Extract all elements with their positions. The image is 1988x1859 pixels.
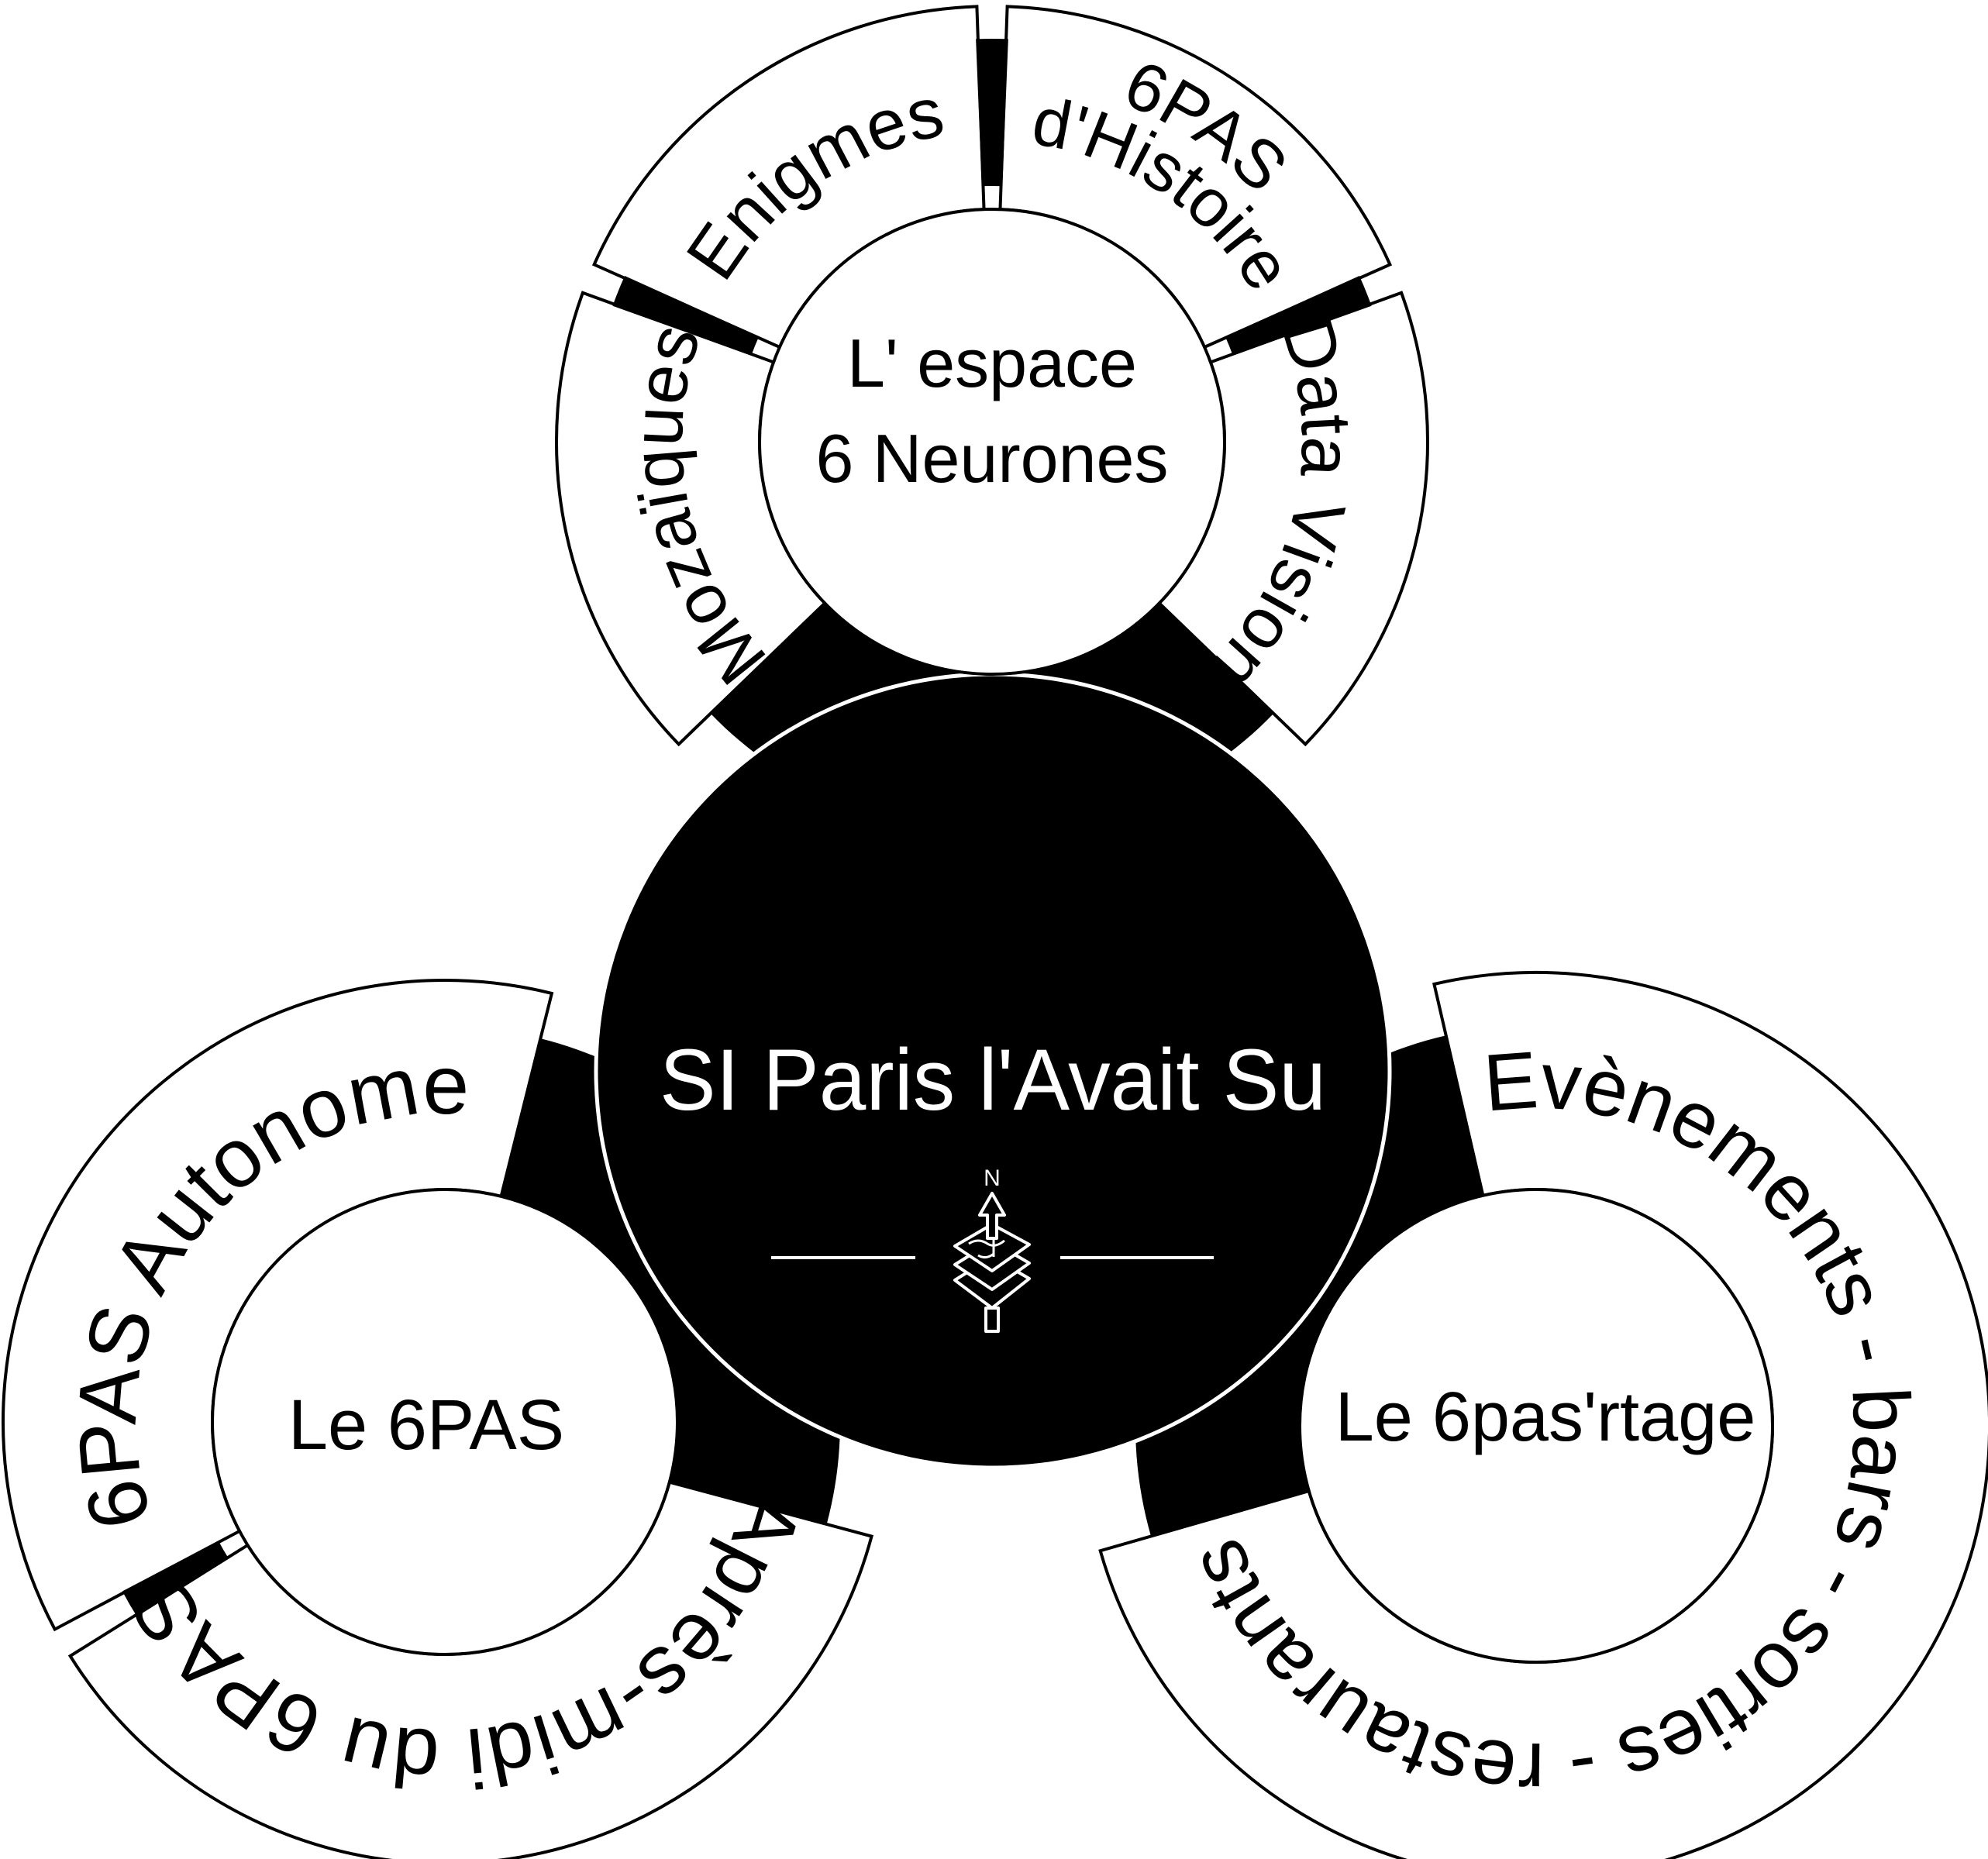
left-separator [122,1541,229,1617]
hub-circles [211,208,1774,1664]
top-separator [976,39,1008,187]
north-letter: N [984,1165,1001,1191]
top-hub-circle [758,208,1226,676]
separators [122,39,1372,1617]
ring-segments [2,5,1988,1859]
hub-top-line2: 6 Neurones [816,420,1169,497]
hub-right: Le 6pas'rtage [1335,1379,1756,1456]
top-separator [1225,276,1372,356]
hub-top-line1: L' espace [847,325,1137,401]
central-title: SI Paris l'Avait Su [660,1031,1326,1128]
top-separator [612,276,760,356]
left-hub-circle [211,1188,679,1656]
right-hub-circle [1298,1188,1774,1664]
hub-left: Le 6PAS [288,1386,564,1465]
compass-map-stack-icon: N [953,1165,1031,1333]
